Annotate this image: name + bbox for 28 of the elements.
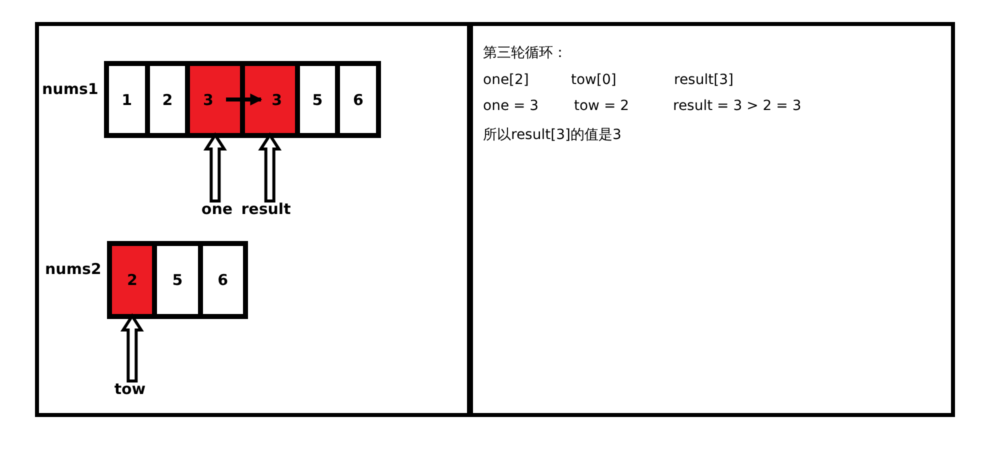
panel-frame [35,22,471,417]
array-box [104,61,381,138]
array-cell: 5 [157,246,198,314]
array-box [107,241,248,319]
array-cell: 1 [109,66,145,133]
note-text: result[3] [674,72,734,88]
array-cell: 5 [300,66,336,133]
panel-frame [469,22,955,417]
array-name: nums1 [42,80,98,98]
array-cell: 2 [150,66,186,133]
note-text: result = 3 > 2 = 3 [673,98,802,114]
note-text: tow = 2 [574,98,630,114]
array-name: nums2 [45,260,102,278]
array-cell: 6 [340,66,376,133]
arrow [226,94,262,106]
array-cell: 3 [190,66,240,133]
array-cell: 2 [112,246,152,314]
hollow-arrow [203,132,227,202]
note-text: tow[0] [571,72,616,88]
array-cell: 6 [202,246,243,314]
note-text: 第三轮循环： [483,44,567,62]
hollow-arrow [258,132,282,202]
note-text: 所以result[3]的值是3 [483,126,622,144]
note-text: one = 3 [483,98,539,114]
note-text: one[2] [483,72,529,88]
pointer-label: tow [110,379,150,399]
hollow-arrow [120,313,144,382]
array-cell: 3 [245,66,295,133]
